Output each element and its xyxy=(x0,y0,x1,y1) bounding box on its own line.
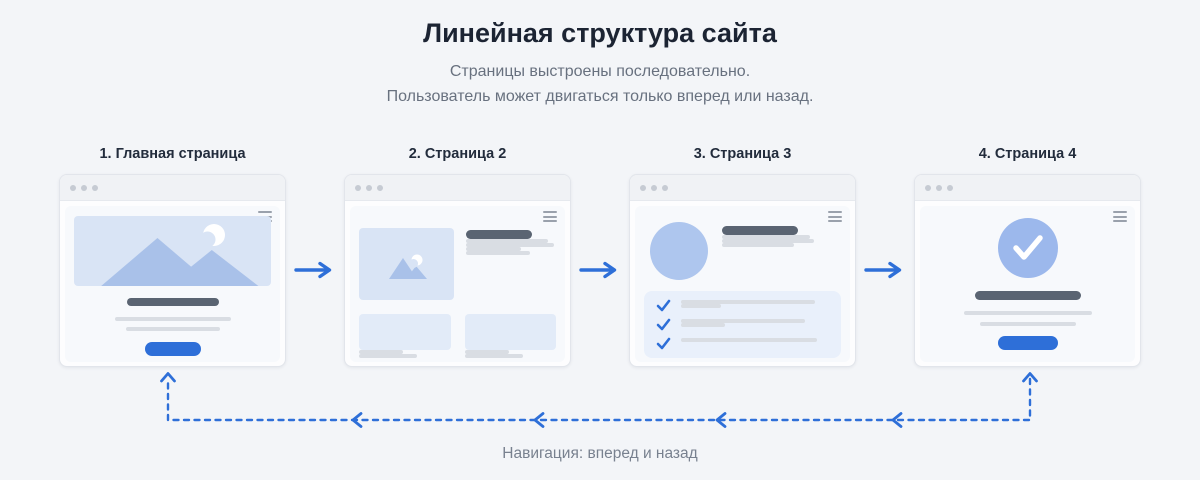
content-card-right xyxy=(464,314,556,358)
avatar-circle xyxy=(650,222,708,280)
subtitle-line-2: Пользователь может двигаться только впер… xyxy=(386,88,814,105)
checklist-panel xyxy=(644,291,841,358)
node-label-3: 3. Страница 3 xyxy=(693,146,792,162)
primary-button-placeholder xyxy=(144,342,201,356)
node-label-1: 1. Главная страница xyxy=(99,146,246,162)
moon-icon xyxy=(201,224,225,248)
page-title: Линейная структура сайта xyxy=(423,18,777,48)
window-control-dot xyxy=(936,184,942,191)
window-control-dot xyxy=(92,184,98,191)
forward-arrow-icon xyxy=(579,261,617,279)
node-page-3: 3. Страница 3 xyxy=(629,146,856,367)
left-arrow-head xyxy=(715,412,727,428)
check-icon xyxy=(656,337,671,350)
menu-icon xyxy=(828,211,842,225)
card-image-placeholder xyxy=(359,314,451,350)
checklist-item xyxy=(656,299,829,312)
left-arrow-head xyxy=(891,412,903,428)
forward-arrow-icon xyxy=(294,261,332,279)
window-titlebar xyxy=(915,175,1140,201)
window-control-dot xyxy=(640,184,646,191)
window-content xyxy=(920,206,1135,362)
checklist-item xyxy=(656,318,829,331)
text-line xyxy=(114,317,231,321)
forward-arrow-icon xyxy=(864,261,902,279)
window-control-dot xyxy=(70,184,76,191)
check-icon xyxy=(656,318,671,331)
text-line xyxy=(466,251,530,255)
window-control-dot xyxy=(662,184,668,191)
text-line xyxy=(681,319,805,323)
heading-placeholder xyxy=(466,230,532,239)
image-icon xyxy=(388,254,427,279)
text-line xyxy=(466,239,548,243)
browser-window-3 xyxy=(629,174,856,367)
window-control-dot xyxy=(947,184,953,191)
node-label-2: 2. Страница 2 xyxy=(408,146,507,162)
window-titlebar xyxy=(630,175,855,201)
up-arrow-head xyxy=(1022,372,1038,383)
hero-image-placeholder xyxy=(74,216,271,286)
browser-window-4 xyxy=(914,174,1141,367)
subtitle-line-1: Страницы выстроены последовательно. xyxy=(449,63,751,80)
window-titlebar xyxy=(60,175,285,201)
card-image-placeholder xyxy=(464,314,556,350)
text-line xyxy=(466,247,521,251)
window-control-dot xyxy=(81,184,87,191)
primary-button-placeholder xyxy=(997,336,1058,350)
success-circle xyxy=(997,218,1058,278)
forward-edge-3-4 xyxy=(856,146,914,280)
node-page-2: 2. Страница 2 xyxy=(344,146,571,367)
heading-placeholder xyxy=(974,291,1081,300)
text-line xyxy=(722,243,794,247)
left-arrow-head xyxy=(533,412,545,428)
check-mark-icon xyxy=(1012,235,1043,260)
text-line xyxy=(681,300,815,304)
text-line xyxy=(125,327,220,331)
window-control-dot xyxy=(377,184,383,191)
up-arrow-head xyxy=(160,372,176,383)
node-page-1: 1. Главная страница xyxy=(59,146,286,367)
checklist-item xyxy=(656,337,829,350)
text-line xyxy=(464,354,523,358)
menu-icon xyxy=(1113,211,1127,225)
window-titlebar xyxy=(345,175,570,201)
check-icon xyxy=(656,299,671,312)
forward-edge-1-2 xyxy=(286,146,344,280)
text-line xyxy=(963,311,1092,315)
text-line xyxy=(464,350,509,354)
text-line xyxy=(359,354,417,358)
left-arrow-head xyxy=(351,412,363,428)
window-control-dot xyxy=(366,184,372,191)
heading-placeholder xyxy=(126,298,219,306)
node-label-4: 4. Страница 4 xyxy=(978,146,1077,162)
text-line xyxy=(722,235,810,239)
text-line xyxy=(681,304,721,308)
window-control-dot xyxy=(651,184,657,191)
text-line xyxy=(466,243,554,247)
menu-icon xyxy=(543,211,557,225)
text-line xyxy=(681,338,817,342)
window-control-dot xyxy=(355,184,361,191)
heading-placeholder xyxy=(722,226,798,235)
flow-row: 1. Главная страница xyxy=(0,146,1200,367)
window-content xyxy=(350,206,565,362)
browser-window-1 xyxy=(59,174,286,367)
window-content xyxy=(635,206,850,362)
forward-edge-2-3 xyxy=(571,146,629,280)
thumbnail-image-placeholder xyxy=(359,228,454,300)
text-line xyxy=(979,322,1076,326)
subtitle: Страницы выстроены последовательно. Поль… xyxy=(0,59,1200,109)
window-content xyxy=(65,206,280,362)
text-line xyxy=(359,350,403,354)
content-card-left xyxy=(359,314,451,358)
window-control-dot xyxy=(925,184,931,191)
mountains-icon xyxy=(101,238,259,286)
text-line xyxy=(681,323,725,327)
text-line xyxy=(722,239,814,243)
node-page-4: 4. Страница 4 xyxy=(914,146,1141,367)
browser-window-2 xyxy=(344,174,571,367)
navigation-caption: Навигация: вперед и назад xyxy=(502,445,698,462)
